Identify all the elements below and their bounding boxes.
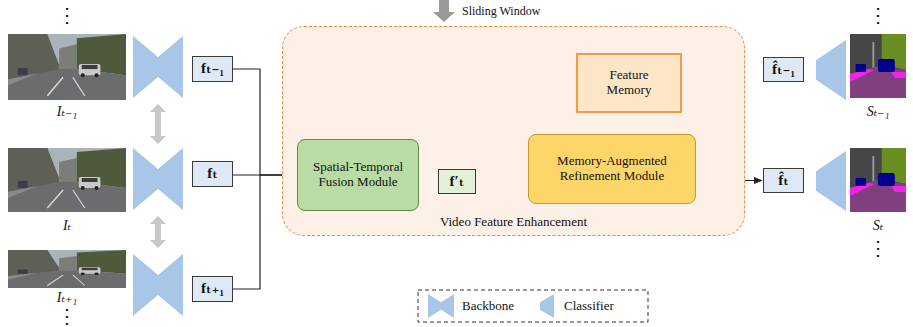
ellipsis-mark: ⋮: [868, 237, 888, 259]
legend-text: Classifier: [564, 299, 614, 313]
feature-box: f̂ₜ₋₁: [763, 57, 804, 82]
memory-box: Feature Memory: [576, 53, 682, 113]
feature-symbol: fₜ₋₁: [201, 60, 224, 77]
backbone-symbol: [133, 36, 183, 98]
annotation-text: Sliding Window: [462, 5, 540, 18]
input-frame: [8, 34, 126, 100]
ellipsis-mark: ⋮: [868, 4, 888, 26]
output-label: Sₜ: [873, 218, 883, 233]
feature-box: f′ₜ: [438, 169, 476, 194]
module-name: Memory-Augmented Refinement Module: [535, 154, 689, 184]
ellipsis-mark: ⋮: [57, 4, 77, 26]
frame-label: Iₜ₋₁: [57, 104, 77, 119]
frame-label: Iₜ₊₁: [57, 290, 77, 305]
classifier-symbol: [816, 151, 846, 211]
sliding-window-arrow: [433, 0, 455, 22]
backbone-symbol: [133, 254, 183, 316]
backbone-symbol: [133, 148, 183, 210]
feature-box: fₜ₋₁: [192, 56, 233, 81]
feature-symbol: fₜ: [207, 165, 218, 182]
module-name: Feature Memory: [597, 68, 661, 98]
segmentation-map: [850, 148, 906, 212]
enhancement-region: Video Feature Enhancement Feature MemoryS…: [282, 26, 745, 236]
legend-frame: [418, 290, 648, 322]
flow-arrow: [233, 175, 288, 289]
legend-text: Backbone: [462, 299, 514, 313]
module-name: Spatial-Temporal Fusion Module: [304, 160, 412, 190]
flow-arrow: [233, 69, 288, 175]
frame-label: Iₜ: [63, 218, 71, 233]
segmentation-map: [850, 34, 906, 98]
region-title: Video Feature Enhancement: [283, 215, 744, 230]
classifier-symbol: [816, 40, 846, 100]
feature-box: fₜ: [192, 161, 233, 186]
feature-symbol: f̂ₜ₋₁: [772, 61, 795, 78]
legend-backbone-icon: [428, 294, 454, 318]
feature-box: f̂ₜ: [763, 168, 804, 193]
feature-box: fₜ₊₁: [192, 276, 233, 301]
feature-symbol: fₜ₊₁: [201, 280, 224, 297]
shared-weights-arrow: [150, 216, 166, 248]
feature-symbol: f̂ₜ: [778, 172, 789, 189]
feature-symbol: f′ₜ: [450, 173, 465, 190]
legend-classifier-icon: [540, 294, 554, 318]
refinement-module-box: Memory-Augmented Refinement Module: [528, 134, 696, 204]
ellipsis-mark: ⋮: [57, 305, 77, 327]
fusion-module-box: Spatial-Temporal Fusion Module: [297, 139, 419, 211]
output-label: Sₜ₋₁: [867, 104, 890, 119]
input-frame: [8, 250, 126, 288]
input-frame: [8, 148, 126, 212]
shared-weights-arrow: [150, 104, 166, 144]
